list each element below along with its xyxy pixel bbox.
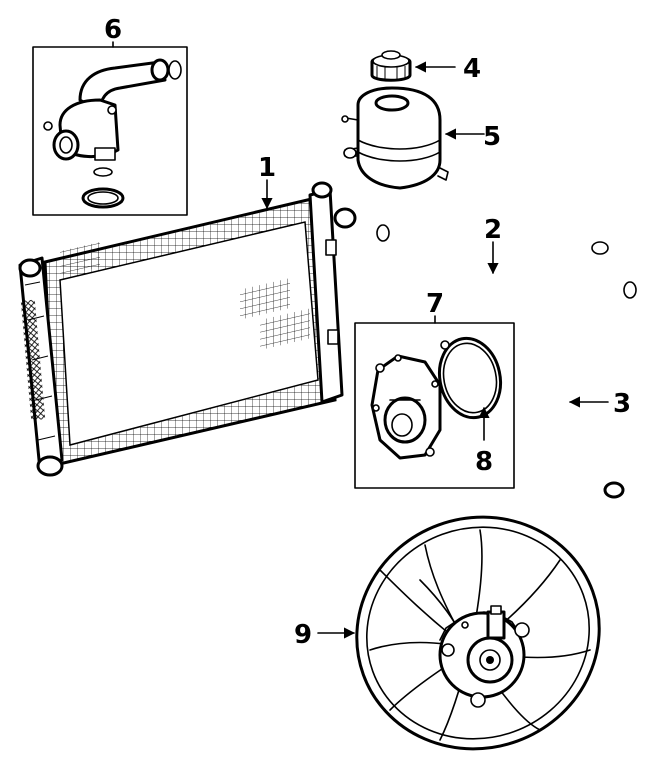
expansion-tank [341,86,449,190]
callout-2: 2 [484,215,502,245]
thermostat-housing-group [32,41,188,216]
thermostat-housing-part [43,58,182,209]
callout-1: 1 [258,153,276,183]
lower-hose [541,241,625,499]
callout-8: 8 [475,447,493,477]
callout-9: 9 [294,620,312,650]
callout-3: 3 [613,389,631,419]
upper-hose [376,224,637,304]
water-pump-part [370,354,442,460]
callout-7: 7 [426,289,444,319]
callout-4: 4 [463,54,481,84]
callout-6: 6 [104,15,122,45]
water-pump-group [354,315,515,489]
reservoir-cap [370,50,412,82]
callout-5: 5 [483,122,501,152]
thermostat-housing-box [32,46,188,216]
radiator [18,181,357,477]
pump-gasket [437,336,503,420]
cooling-fan [355,515,601,751]
